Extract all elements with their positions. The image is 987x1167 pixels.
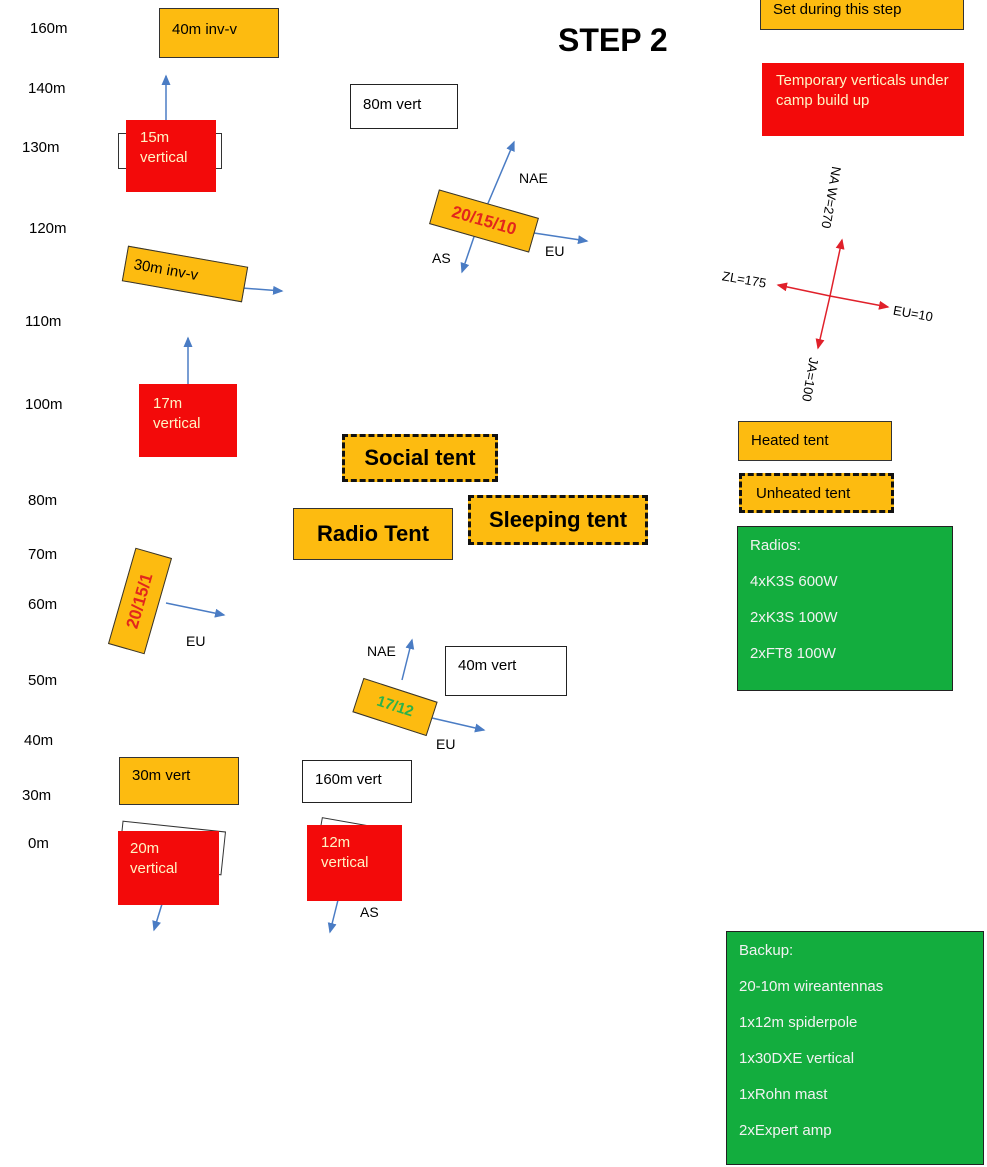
backup-title: Backup: [739,942,794,959]
backup-item-5: 2xExpert amp [739,1122,832,1139]
y-label-80m: 80m [28,492,58,509]
social-tent: Social tent [342,434,498,482]
arrow-yagi-1712-eu [431,717,486,733]
legend-unheated-tent: Unheated tent [739,473,894,513]
radio-tent: Radio Tent [293,508,453,560]
antenna-20m-vertical: 20m vertical [118,831,219,905]
y-label-140m: 140m [28,80,66,97]
antenna-40m-inv-v: 40m inv-v [159,8,279,58]
y-label-120m: 120m [29,220,67,237]
arrow-yagi-20151-eu [165,602,226,618]
legend-temporary-verticals: Temporary verticals under camp build up [762,63,964,136]
arrow-30m-inv-v [241,285,284,295]
backup-item-1: 20-10m wireantennas [739,978,884,995]
arrow-yagi-1712-nae [401,638,415,681]
dir-nae-1: NAE [519,170,548,186]
y-label-160m: 160m [30,20,68,37]
radios-title: Radios: [750,537,801,554]
radio-item-1: 4xK3S 600W [750,573,838,590]
y-label-130m: 130m [22,139,60,156]
y-label-70m: 70m [28,546,58,563]
sleeping-tent: Sleeping tent [468,495,648,545]
legend-set-during-step: Set during this step [760,0,964,30]
legend-heated-tent: Heated tent [738,421,892,461]
radio-item-2: 2xK3S 100W [750,609,838,626]
radio-item-3: 2xFT8 100W [750,645,836,662]
compass-arrow-up [829,238,845,297]
y-label-0m: 0m [28,835,49,852]
arrow-yagi-201510-nae [485,140,515,209]
backup-panel: Backup: 20-10m wireantennas 1x12m spider… [726,931,984,1165]
antenna-40m-vert: 40m vert [445,646,567,696]
backup-item-4: 1xRohn mast [739,1086,828,1103]
arrow-yagi-201510-eu [533,232,589,245]
antenna-160m-vert: 160m vert [302,760,412,803]
compass-arrow-right [829,295,890,310]
antenna-80m-vert: 80m vert [350,84,458,129]
dir-as-2: AS [360,904,379,920]
dir-as-1: AS [432,250,451,266]
dir-nae-2: NAE [367,643,396,659]
compass-arrow-down [815,295,831,350]
arrow-20m-vertical [152,903,163,932]
y-label-40m: 40m [24,732,54,749]
compass-arrow-left [776,282,831,297]
page-title: STEP 2 [558,22,668,58]
backup-item-3: 1x30DXE vertical [739,1050,855,1067]
dir-eu-2: EU [186,633,206,649]
y-label-110m: 110m [25,313,62,330]
y-label-100m: 100m [25,396,63,413]
dir-eu-1: EU [545,243,565,259]
dir-eu-3: EU [436,736,456,752]
antenna-15m-vertical: 15m vertical [126,120,216,192]
backup-item-2: 1x12m spiderpole [739,1014,858,1031]
y-label-50m: 50m [28,672,58,689]
antenna-30m-vert: 30m vert [119,757,239,805]
antenna-12m-vertical: 12m vertical [307,825,402,901]
radios-panel: Radios: 4xK3S 600W 2xK3S 100W 2xFT8 100W [737,526,953,691]
y-label-60m: 60m [28,596,58,613]
antenna-17m-vertical: 17m vertical [139,384,237,457]
y-label-30m: 30m [22,787,52,804]
arrow-12m-vertical [327,899,339,934]
